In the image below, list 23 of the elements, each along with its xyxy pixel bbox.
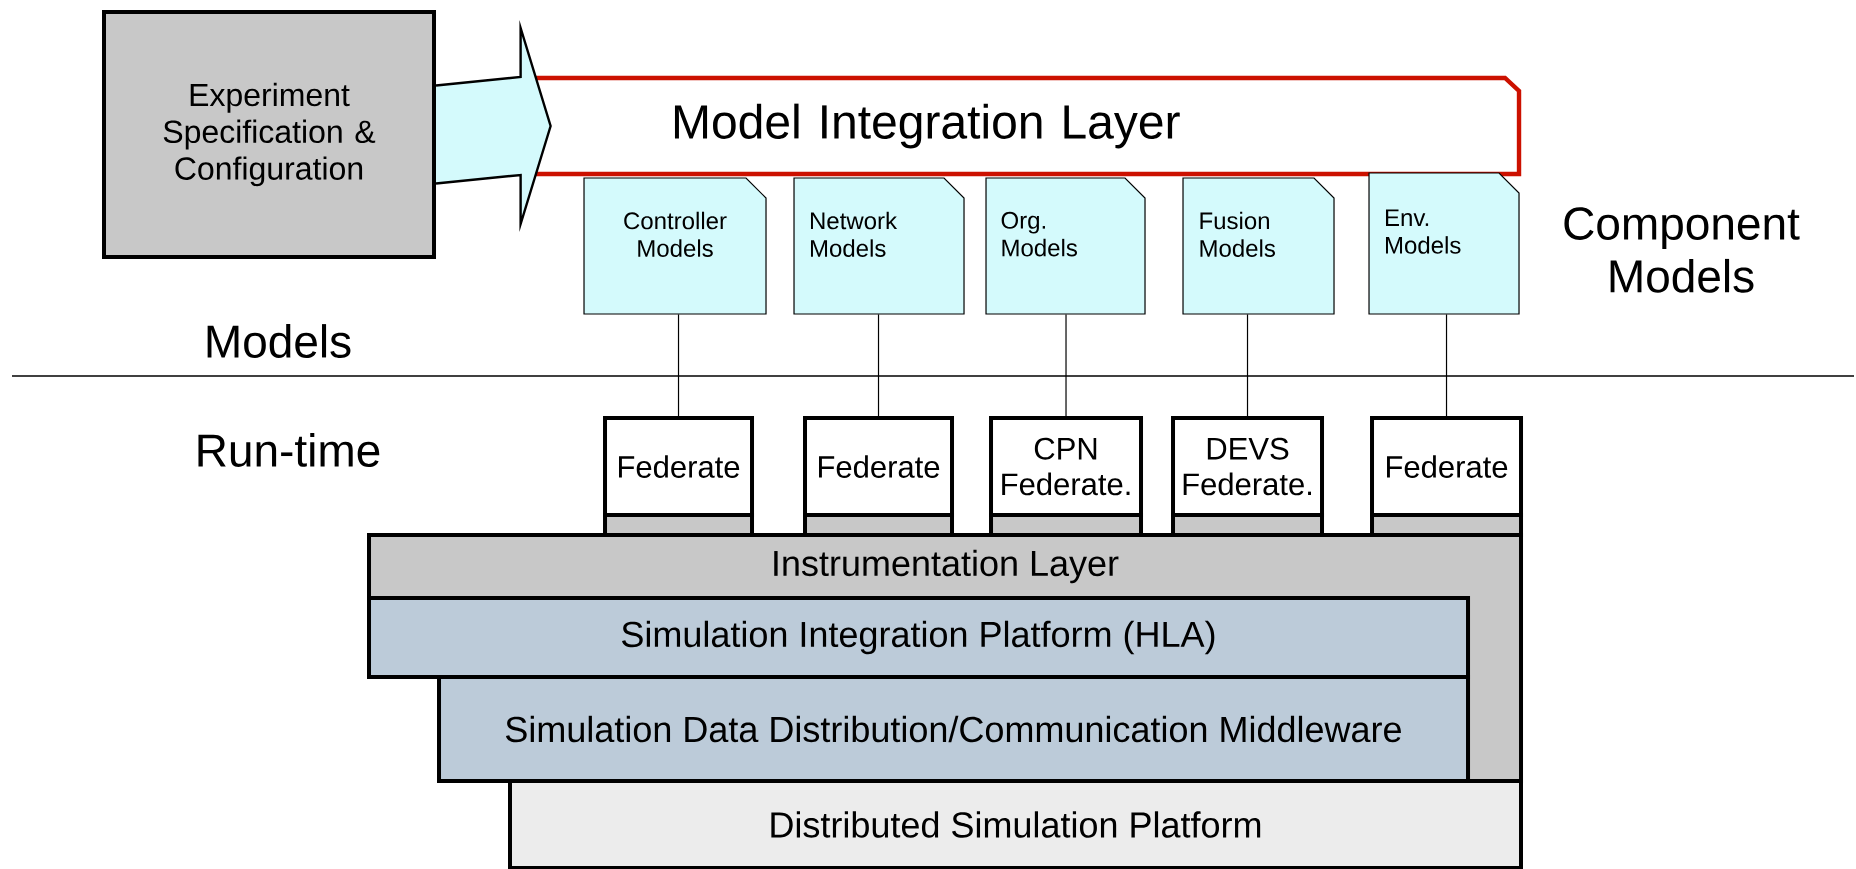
federate-box: Federate (803, 416, 954, 537)
layer-box: Simulation Data Distribution/Communication Middleware (437, 675, 1470, 783)
federate-box: Federate (1370, 416, 1523, 537)
layer-box: Distributed Simulation Platform (508, 779, 1523, 869)
federate-box: Federate (603, 416, 754, 537)
model-document: Controller Models (583, 177, 767, 315)
connector-line (677, 313, 680, 417)
model-document: Fusion Models (1182, 177, 1335, 315)
connector-line (1065, 313, 1067, 417)
federate-box: CPN Federate. (989, 416, 1143, 537)
federate-box: DEVS Federate. (1171, 416, 1324, 537)
section-heading: Models (207, 324, 351, 358)
section-heading: Component Models (1564, 207, 1800, 293)
connector-line (1246, 313, 1249, 417)
connector-line (1445, 313, 1448, 417)
model-document: Env. Models (1368, 172, 1520, 315)
layer-box: Simulation Integration Platform (HLA) (367, 596, 1470, 679)
specification-box: Experiment Specification & Configuration (102, 10, 436, 259)
section-heading: Run-time (198, 433, 380, 467)
model-document: Network Models (793, 177, 965, 315)
block-arrow (434, 19, 552, 233)
connector-line (877, 313, 880, 417)
model-document: Org. Models (985, 177, 1146, 315)
